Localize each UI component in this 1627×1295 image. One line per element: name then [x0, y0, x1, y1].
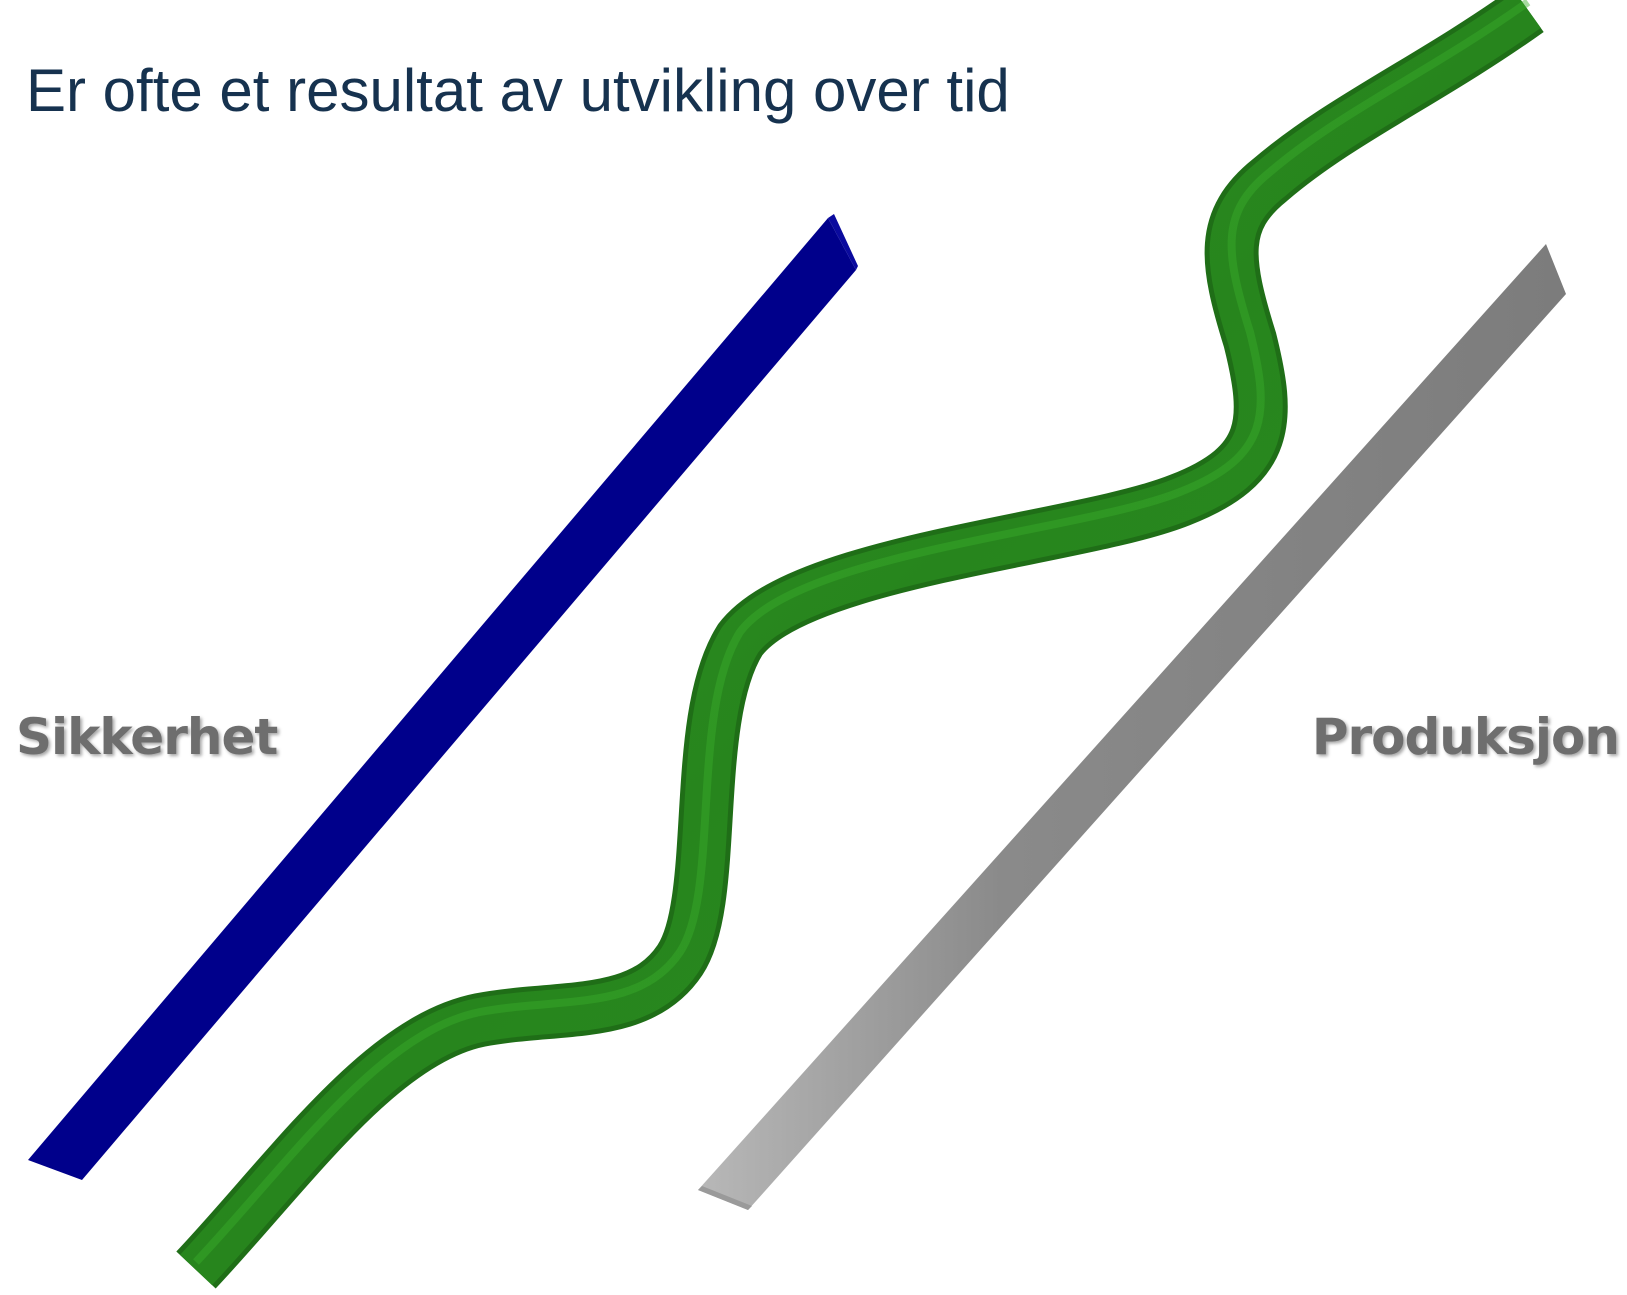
production-label: Produksjon: [1311, 708, 1620, 766]
slide-title: Er ofte et resultat av utvikling over ti…: [26, 57, 1010, 124]
safety-label: Sikkerhet: [16, 708, 278, 766]
actual-development-ribbon: [176, 0, 1544, 1289]
production-boundary-bar: [698, 244, 1566, 1210]
safety-boundary-bar: [28, 214, 858, 1180]
